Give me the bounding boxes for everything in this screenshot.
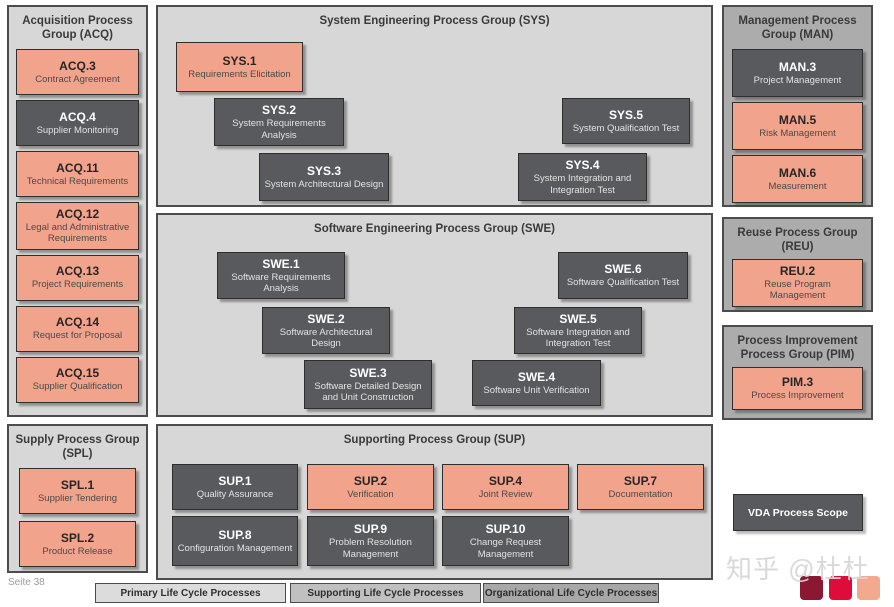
process-acq-15: ACQ.15 Supplier Qualification xyxy=(16,356,139,403)
process-sys-5: SYS.5 System Qualification Test xyxy=(562,98,690,144)
process-swe-4: SWE.4 Software Unit Verification xyxy=(472,360,601,406)
process-sys-1: SYS.1 Requirements Elicitation xyxy=(176,42,303,92)
process-spl-2: SPL.2 Product Release xyxy=(19,520,136,567)
group-title-reu: Reuse Process Group (REU) xyxy=(737,227,858,254)
spl-process-list: SPL.1 Supplier Tendering SPL.2 Product R… xyxy=(9,466,146,569)
group-title-pim: Process Improvement Process Group (PIM) xyxy=(737,335,858,362)
legend-supporting-life-cycle: Supporting Life Cycle Processes xyxy=(290,583,481,603)
process-acq-3: ACQ.3 Contract Agreement xyxy=(16,48,139,95)
group-title-man: Management Process Group (MAN) xyxy=(738,15,857,42)
process-sup-4: SUP.4 Joint Review xyxy=(442,464,569,510)
pim-process-list: PIM.3 Process Improvement xyxy=(724,366,871,410)
group-panel-reu: Reuse Process Group (REU) REU.2 Reuse Pr… xyxy=(722,217,873,312)
process-sup-2: SUP.2 Verification xyxy=(307,464,434,510)
logo-square-red xyxy=(829,576,852,600)
group-panel-sys: System Engineering Process Group (SYS) S… xyxy=(156,5,713,207)
logo-square-dark-red xyxy=(800,576,823,600)
process-sys-4: SYS.4 System Integration and Integration… xyxy=(518,153,647,201)
process-sys-2: SYS.2 System Requirements Analysis xyxy=(214,98,344,146)
process-acq-14: ACQ.14 Request for Proposal xyxy=(16,305,139,352)
group-panel-man: Management Process Group (MAN) MAN.3 Pro… xyxy=(722,5,873,207)
group-title-swe: Software Engineering Process Group (SWE) xyxy=(314,223,555,235)
process-sup-7: SUP.7 Documentation xyxy=(577,464,704,510)
page-number: Seite 38 xyxy=(8,577,45,588)
process-sup-10: SUP.10 Change Request Management xyxy=(442,516,569,566)
vda-process-scope-key: VDA Process Scope xyxy=(733,494,863,531)
acq-process-list: ACQ.3 Contract Agreement ACQ.4 Supplier … xyxy=(9,47,146,405)
legend-primary-life-cycle: Primary Life Cycle Processes xyxy=(95,583,286,603)
group-panel-spl: Supply Process Group (SPL) SPL.1 Supplie… xyxy=(7,424,148,573)
process-acq-12: ACQ.12 Legal and Administrative Requirem… xyxy=(16,201,139,250)
group-title-spl: Supply Process Group (SPL) xyxy=(15,434,140,461)
legend-organizational-life-cycle: Organizational Life Cycle Processes xyxy=(483,583,659,603)
group-title-sys: System Engineering Process Group (SYS) xyxy=(319,15,550,27)
reu-process-list: REU.2 Reuse Program Management xyxy=(724,258,871,307)
group-title-sup: Supporting Process Group (SUP) xyxy=(343,434,526,446)
group-title-acq: Acquisition Process Group (ACQ) xyxy=(22,15,133,42)
group-panel-sup: Supporting Process Group (SUP) SUP.1 Qua… xyxy=(156,424,713,580)
group-panel-pim: Process Improvement Process Group (PIM) … xyxy=(722,325,873,420)
process-swe-5: SWE.5 Software Integration and Integrati… xyxy=(514,307,642,354)
process-man-5: MAN.5 Risk Management xyxy=(732,101,863,150)
process-acq-4: ACQ.4 Supplier Monitoring xyxy=(16,99,139,146)
process-sup-8: SUP.8 Configuration Management xyxy=(172,516,298,566)
group-panel-acq: Acquisition Process Group (ACQ) ACQ.3 Co… xyxy=(7,5,148,417)
zhihu-watermark: 知乎 @杜杜 xyxy=(726,554,870,584)
process-swe-2: SWE.2 Software Architectural Design xyxy=(262,307,390,354)
process-man-3: MAN.3 Project Management xyxy=(732,48,863,97)
process-sup-1: SUP.1 Quality Assurance xyxy=(172,464,298,510)
process-man-6: MAN.6 Measurement xyxy=(732,154,863,203)
logo-square-salmon xyxy=(857,576,880,600)
process-swe-1: SWE.1 Software Requirements Analysis xyxy=(217,252,345,299)
process-reu-2: REU.2 Reuse Program Management xyxy=(732,258,863,307)
process-pim-3: PIM.3 Process Improvement xyxy=(732,366,863,410)
process-swe-6: SWE.6 Software Qualification Test xyxy=(558,252,688,299)
process-sup-9: SUP.9 Problem Resolution Management xyxy=(307,516,434,566)
process-acq-13: ACQ.13 Project Requirements xyxy=(16,254,139,301)
group-panel-swe: Software Engineering Process Group (SWE)… xyxy=(156,213,713,417)
process-sys-3: SYS.3 System Architectural Design xyxy=(259,153,389,201)
process-acq-11: ACQ.11 Technical Requirements xyxy=(16,150,139,197)
man-process-list: MAN.3 Project Management MAN.5 Risk Mana… xyxy=(724,47,871,205)
process-swe-3: SWE.3 Software Detailed Design and Unit … xyxy=(304,360,432,409)
process-spl-1: SPL.1 Supplier Tendering xyxy=(19,467,136,514)
